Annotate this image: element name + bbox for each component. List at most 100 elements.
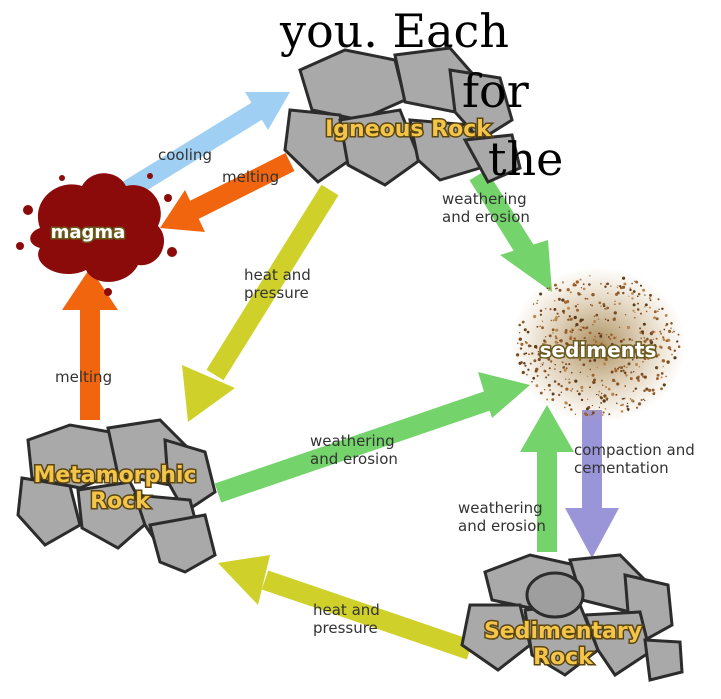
arrow-compaction [565,410,619,558]
sediment-speck [620,404,622,407]
sediment-speck [624,385,627,387]
sediment-speck [655,317,659,321]
sediment-speck [598,332,601,335]
sediment-speck [572,356,574,359]
sediment-speck [600,332,603,336]
sediment-speck [583,336,586,340]
sediment-speck [589,368,592,371]
sediment-speck [520,342,524,346]
sediment-speck [632,290,636,293]
sediment-speck [570,390,572,392]
sediment-speck [671,331,674,333]
sediment-speck [565,350,568,353]
sediment-speck [677,345,681,348]
heat-bottom-label-1: heat and [313,601,380,619]
sediment-speck [539,292,543,296]
sediment-speck [539,325,541,327]
sediment-speck [593,320,597,323]
sediment-speck [558,315,560,318]
sediment-speck [634,387,637,390]
sediment-speck [537,357,541,362]
sediment-speck [656,373,660,377]
sediment-speck [600,342,603,345]
sediment-speck [544,308,547,310]
sediment-speck [631,292,634,295]
sediment-speck [631,351,635,355]
sediment-speck [611,378,616,383]
sediment-speck [601,414,604,416]
sediment-speck [645,310,648,313]
igneous-rock-node: Igneous Rock [283,46,522,187]
sediment-speck [603,343,605,346]
sediment-speck [622,276,626,280]
sediment-speck [666,360,670,364]
sediment-speck [635,356,639,359]
sediment-speck [569,291,572,294]
sediment-speck [568,378,570,380]
sedimentary-rock-label-line2: Rock [533,645,594,670]
sediment-speck [627,356,629,359]
sediment-speck [547,374,550,376]
sediment-speck [663,328,666,331]
sediment-speck [574,325,577,328]
sediment-speck [655,337,658,340]
sediment-speck [531,381,533,383]
sediment-speck [597,318,600,320]
sediment-speck [617,367,619,370]
sediment-speck [569,330,572,333]
sediment-speck [643,339,647,343]
sediment-speck [626,407,630,411]
sediment-speck [539,365,542,368]
metamorphic-rock-label-line1: Metamorphic [33,463,196,488]
sedimentary-rock-label-line1: Sedimentary [484,619,642,644]
sediment-speck [568,315,571,318]
sediment-speck [580,389,584,392]
sediment-speck [642,288,646,292]
sediment-speck [627,362,631,366]
sediment-speck [622,369,625,372]
sediment-speck [553,299,556,302]
sediment-speck [648,388,652,392]
sediment-speck [565,342,569,346]
sediment-speck [634,280,636,282]
sediment-speck [673,349,676,352]
sediment-speck [582,363,586,367]
sediment-speck [619,285,622,288]
sediment-speck [660,346,663,349]
sediment-speck [653,316,657,320]
sediment-speck [564,329,568,332]
sediment-speck [622,291,625,295]
sediment-speck [623,371,627,375]
sediment-speck [588,414,591,416]
sediment-speck [541,320,544,322]
sediment-speck [550,319,552,322]
sediment-speck [657,310,659,313]
sediment-speck [673,330,675,333]
sediment-speck [570,336,572,339]
sediment-speck [632,303,636,307]
sediment-speck [542,362,544,364]
sediment-speck [649,294,652,297]
sediment-speck [608,413,611,416]
sediment-speck [654,343,657,347]
sediment-speck [564,330,568,335]
sediment-speck [624,357,626,360]
sediment-speck [539,313,543,316]
sediment-speck [563,406,566,409]
sediment-speck [555,287,557,290]
arrow-weathering-top [469,169,552,292]
overlay-text-line3: the [488,132,564,186]
sediment-speck [629,377,633,381]
sediment-speck [607,319,610,322]
sediment-speck [575,350,579,354]
sediment-speck [561,309,566,313]
sediment-speck [656,366,659,369]
sediment-speck [589,275,591,277]
sediment-speck [643,389,646,392]
sediment-speck [554,318,558,322]
sediment-speck [631,282,633,285]
sediment-speck [582,287,586,291]
sediment-speck [653,391,656,394]
sediment-speck [562,366,566,369]
arrow-weathering-bottom [520,405,574,552]
